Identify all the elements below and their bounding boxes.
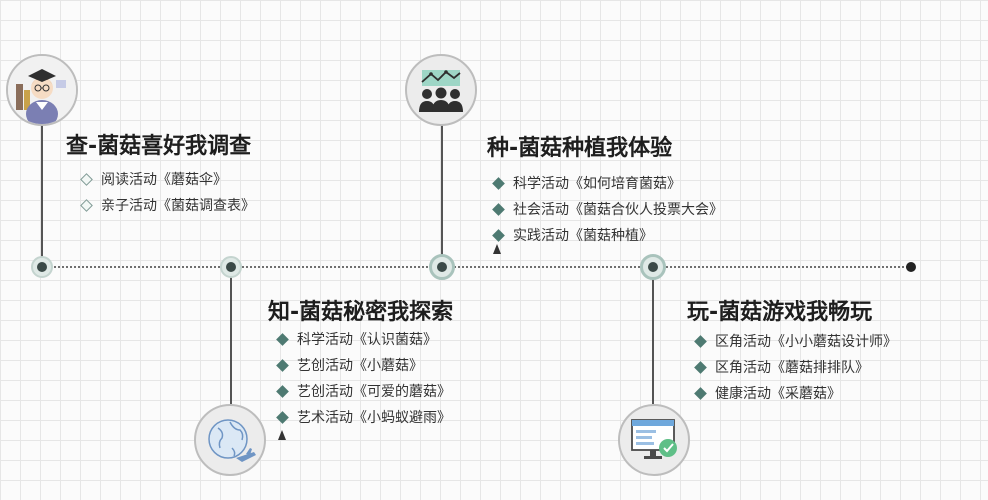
diamond-bullet-icon <box>80 172 93 186</box>
connector-line-wan <box>652 266 654 404</box>
section-heading-zhi: 知-菌菇秘密我探索 <box>268 300 454 325</box>
section-heading-wan: 玩-菌菇游戏我畅玩 <box>687 300 873 325</box>
list-item: 阅读活动《蘑菇伞》 <box>78 166 255 192</box>
timeline-node-zhong <box>429 254 455 280</box>
list-item: 科学活动《如何培育菌菇》 <box>490 170 723 196</box>
timeline-node-cha <box>31 256 53 278</box>
diamond-bullet-icon <box>492 202 505 216</box>
diamond-bullet-icon <box>276 358 289 372</box>
pointer-mark-zhong <box>493 244 501 254</box>
activity-list-wan: 区角活动《小小蘑菇设计师》 区角活动《蘑菇排排队》 健康活动《采蘑菇》 <box>692 328 897 406</box>
list-item: 区角活动《蘑菇排排队》 <box>692 354 897 380</box>
teacher-icon <box>6 54 78 126</box>
timeline-end-dot <box>906 262 916 272</box>
globe-icon <box>194 404 266 476</box>
diamond-bullet-icon <box>80 198 93 212</box>
diamond-bullet-icon <box>276 384 289 398</box>
list-item: 健康活动《采蘑菇》 <box>692 380 897 406</box>
timeline-line <box>42 266 912 268</box>
diamond-bullet-icon <box>694 334 707 348</box>
diamond-bullet-icon <box>694 386 707 400</box>
connector-line-zhong <box>441 122 443 266</box>
diamond-bullet-icon <box>492 228 505 242</box>
section-heading-cha: 查-菌菇喜好我调查 <box>66 134 252 159</box>
list-item: 实践活动《菌菇种植》 <box>490 222 723 248</box>
connector-line-zhi <box>230 266 232 404</box>
activity-list-zhong: 科学活动《如何培育菌菇》 社会活动《菌菇合伙人投票大会》 实践活动《菌菇种植》 <box>490 170 723 248</box>
list-item: 艺创活动《可爱的蘑菇》 <box>274 378 451 404</box>
diamond-bullet-icon <box>694 360 707 374</box>
diamond-bullet-icon <box>492 176 505 190</box>
list-item: 艺创活动《小蘑菇》 <box>274 352 451 378</box>
group-chart-icon <box>405 54 477 126</box>
timeline-node-zhi <box>220 256 242 278</box>
diamond-bullet-icon <box>276 410 289 424</box>
activity-list-zhi: 科学活动《认识菌菇》 艺创活动《小蘑菇》 艺创活动《可爱的蘑菇》 艺术活动《小蚂… <box>274 326 451 430</box>
browser-check-icon <box>618 404 690 476</box>
pointer-mark-zhi <box>278 430 286 440</box>
diamond-bullet-icon <box>276 332 289 346</box>
list-item: 区角活动《小小蘑菇设计师》 <box>692 328 897 354</box>
activity-list-cha: 阅读活动《蘑菇伞》 亲子活动《菌菇调查表》 <box>78 166 255 218</box>
list-item: 科学活动《认识菌菇》 <box>274 326 451 352</box>
list-item: 社会活动《菌菇合伙人投票大会》 <box>490 196 723 222</box>
list-item: 亲子活动《菌菇调查表》 <box>78 192 255 218</box>
section-heading-zhong: 种-菌菇种植我体验 <box>487 136 673 161</box>
list-item: 艺术活动《小蚂蚁避雨》 <box>274 404 451 430</box>
timeline-node-wan <box>640 254 666 280</box>
connector-line-cha <box>41 120 43 266</box>
